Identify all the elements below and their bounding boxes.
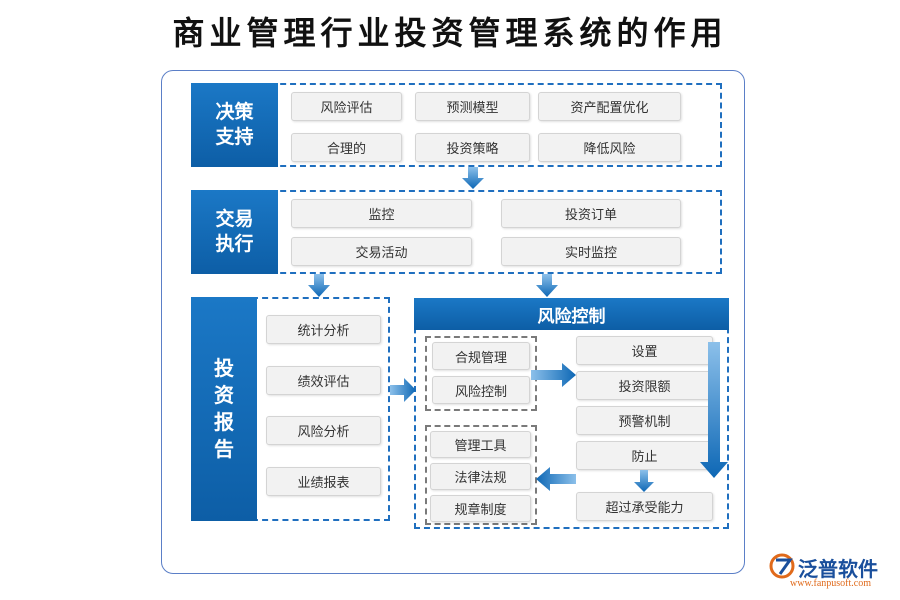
arrow-down-4 <box>634 470 654 492</box>
arrow-down-1 <box>462 167 484 189</box>
report-item-results: 业绩报表 <box>266 467 381 496</box>
risk-item-prevent: 防止 <box>576 441 713 470</box>
decision-item-reasonable: 合理的 <box>291 133 402 162</box>
decision-label: 决策 支持 <box>191 83 278 167</box>
outer-frame <box>161 70 745 574</box>
risk-group-tools <box>425 425 537 525</box>
trade-item-realtime: 实时监控 <box>501 237 681 266</box>
decision-item-reduce-risk: 降低风险 <box>538 133 681 162</box>
logo-name: 泛普软件 <box>798 557 878 581</box>
risk-item-limit: 投资限额 <box>576 371 713 400</box>
risk-item-compliance: 合规管理 <box>432 342 530 370</box>
arrow-left-1 <box>536 467 576 491</box>
report-item-performance: 绩效评估 <box>266 366 381 395</box>
risk-item-setup: 设置 <box>576 336 713 365</box>
risk-item-laws: 法律法规 <box>430 463 531 490</box>
decision-item-strategy: 投资策略 <box>415 133 530 162</box>
trade-item-order: 投资订单 <box>501 199 681 228</box>
arrow-down-long <box>700 342 728 478</box>
arrow-right-1 <box>390 378 416 402</box>
decision-item-asset-allocation: 资产配置优化 <box>538 92 681 121</box>
report-label: 投 资 报 告 <box>191 297 257 521</box>
trade-label: 交易 执行 <box>191 190 278 274</box>
risk-item-warning: 预警机制 <box>576 406 713 435</box>
trade-item-activity: 交易活动 <box>291 237 472 266</box>
risk-title: 风险控制 <box>414 298 729 330</box>
arrow-right-2 <box>531 363 576 387</box>
arrow-down-3 <box>536 274 558 297</box>
risk-item-capacity: 超过承受能力 <box>576 492 713 521</box>
trade-item-monitor: 监控 <box>291 199 472 228</box>
risk-item-tools: 管理工具 <box>430 431 531 458</box>
decision-item-risk-assessment: 风险评估 <box>291 92 402 121</box>
risk-item-rules: 规章制度 <box>430 495 531 522</box>
risk-item-control: 风险控制 <box>432 376 530 404</box>
report-item-risk-analysis: 风险分析 <box>266 416 381 445</box>
logo-icon <box>769 553 795 579</box>
page-title: 商业管理行业投资管理系统的作用 <box>172 14 728 52</box>
report-item-statistics: 统计分析 <box>266 315 381 344</box>
logo-url: www.fanpusoft.com <box>790 578 872 589</box>
arrow-down-2 <box>308 274 330 297</box>
decision-item-forecast-model: 预测模型 <box>415 92 530 121</box>
